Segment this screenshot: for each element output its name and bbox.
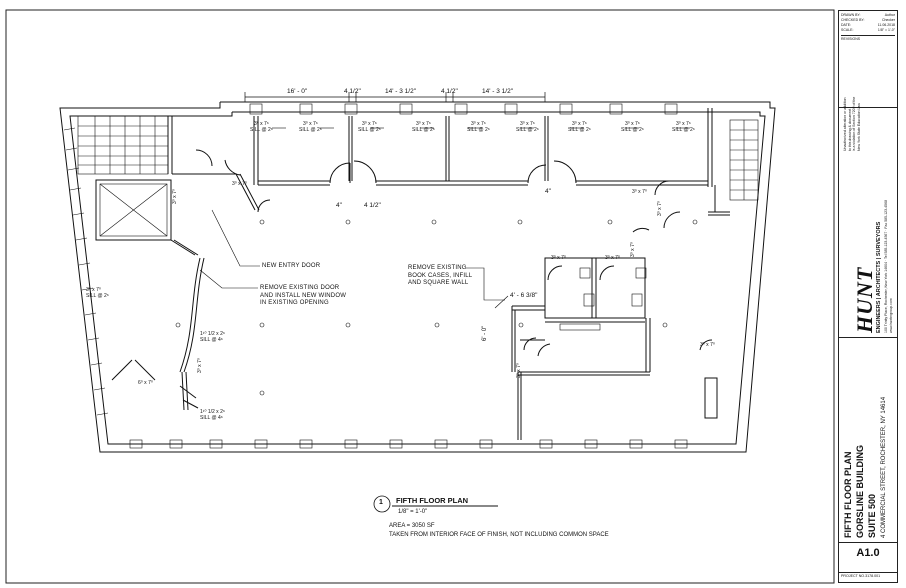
- elevator: [95, 179, 172, 241]
- dim-wall-1: 4 1/2": [344, 88, 361, 95]
- plan-title: FIFTH FLOOR PLAN: [396, 496, 469, 505]
- title-block: DRAWN BY:Author CHECKED BY:Checker DATE:…: [838, 10, 898, 583]
- plan-area-note: TAKEN FROM INTERIOR FACE OF FINISH, NOT …: [389, 532, 609, 538]
- door-label: 3⁰ x 7⁰: [632, 189, 647, 195]
- exterior-walls: [59, 101, 776, 453]
- door-label: 3⁰ x 7⁰: [232, 181, 247, 187]
- building-address: 4 COMMERCIAL STREET, ROCHESTER, NY 14614: [881, 396, 887, 538]
- door-label: 3⁰ x 7⁰: [657, 201, 663, 216]
- dim-jamb-2: 4 1/2": [364, 202, 381, 209]
- dim-jamb-4: 4' - 6 3/8": [510, 292, 538, 299]
- firm-web: www.huntergroup.com: [889, 298, 893, 333]
- note-new-entry-door: NEW ENTRY DOOR: [262, 263, 321, 269]
- caption-graphics: [373, 495, 498, 513]
- northeast-stair: [729, 119, 759, 201]
- northwest-stair: [77, 115, 169, 175]
- sheet-title: FIFTH FLOOR PLAN: [843, 451, 853, 539]
- door-label: 3⁰ x 7⁰: [516, 363, 522, 378]
- south-wall-piers: [129, 439, 688, 449]
- dim-jamb-1: 4": [336, 202, 342, 209]
- firm-logo: HUNT: [852, 266, 877, 333]
- east-corridor: [517, 180, 730, 440]
- door-label: 3⁰ x 7⁰: [605, 255, 620, 261]
- plan-number: 1: [379, 499, 383, 506]
- dim-wall-length: 6' - 0": [482, 325, 488, 341]
- nw-corridor: [111, 116, 271, 411]
- sheet-border: [5, 9, 835, 584]
- dim-jamb-3: 4": [545, 188, 551, 195]
- plan-area: AREA = 3050 SF: [389, 523, 435, 529]
- door-label: 3⁰ x 7⁰: [700, 342, 715, 348]
- suite-name: SUITE 500: [867, 493, 877, 538]
- sheet-number: A1.0: [856, 547, 880, 559]
- plan-scale: 1/8" = 1'-0": [398, 509, 428, 515]
- door-label: 6⁰ x 7⁰: [138, 380, 153, 386]
- note-leaders: [199, 209, 509, 309]
- dim-office-3: 14' - 3 1/2": [482, 88, 514, 95]
- door-label: 3⁰ x 7⁰: [551, 255, 566, 261]
- structural-columns: [175, 219, 698, 396]
- top-dimension-string: [244, 92, 546, 102]
- restrooms: [511, 257, 651, 372]
- door-label: 3⁰ x 7⁰: [197, 358, 203, 373]
- office-partitions: [253, 116, 708, 186]
- door-label: 3⁰ x 7⁰: [172, 189, 178, 204]
- building-name: GORSLINE BUILDING: [855, 444, 865, 538]
- firm-name: ENGINEERS | ARCHITECTS | SURVEYORS: [876, 221, 882, 333]
- west-wall-piers: [63, 127, 109, 416]
- project-number: PROJECT NO.3178.001: [841, 574, 881, 578]
- dim-office-2: 14' - 3 1/2": [385, 88, 417, 95]
- firm-address: 100 Trinity Place, Rochester, New York 1…: [884, 199, 888, 333]
- title-block-info: DRAWN BY:Author CHECKED BY:Checker DATE:…: [841, 13, 895, 41]
- dim-office-1: 16' - 0": [287, 88, 308, 95]
- north-wall-piers: [249, 103, 678, 115]
- dim-wall-2: 4 1/2": [441, 88, 458, 95]
- door-label: 3⁰ x 7⁰: [630, 242, 636, 257]
